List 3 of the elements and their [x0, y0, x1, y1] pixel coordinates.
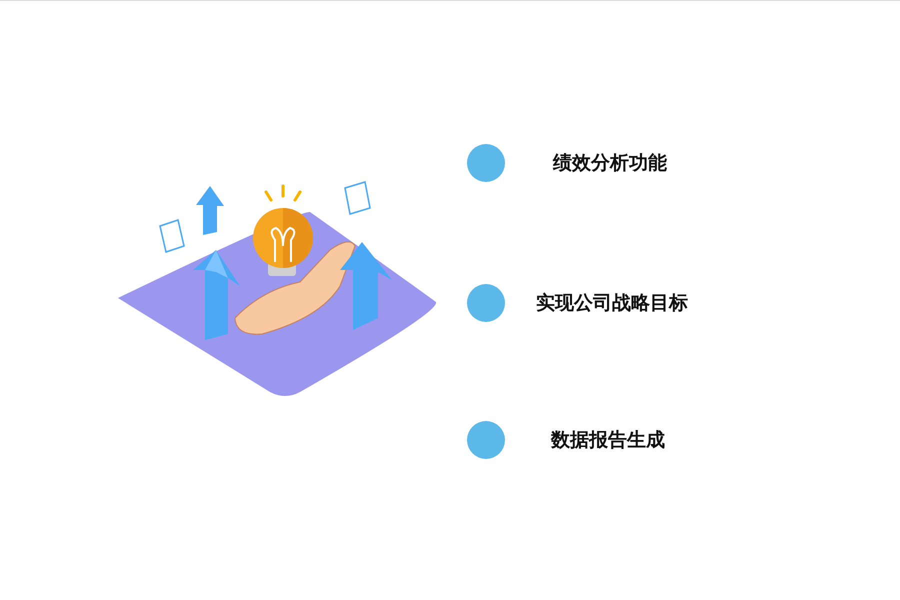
- list-item-text: 绩效分析功能: [553, 151, 667, 176]
- list-item-text: 实现公司战略目标: [536, 291, 688, 316]
- list-item-text: 数据报告生成: [551, 428, 665, 453]
